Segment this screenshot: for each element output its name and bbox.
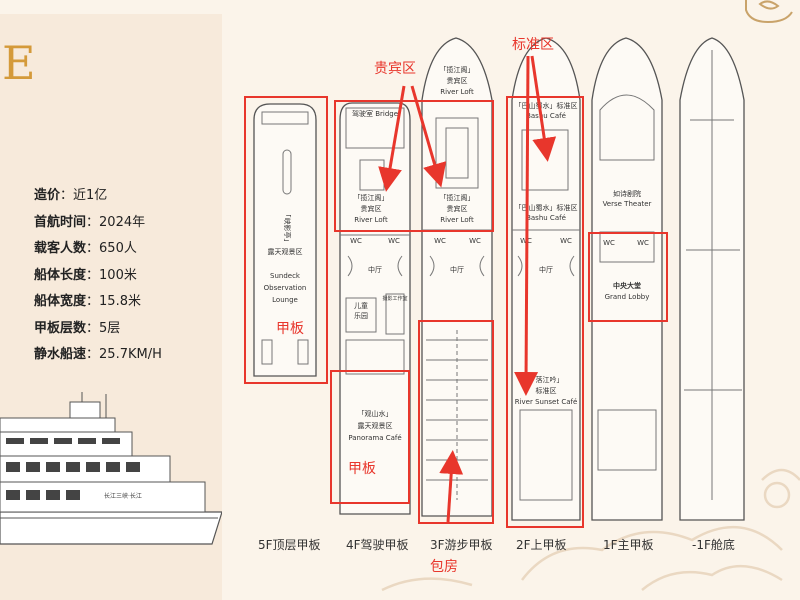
d3-top-cn: 「揽江阁」 (440, 65, 475, 74)
vip-area-label: 贵宾区 (374, 61, 416, 77)
d5-en-2: Observation (264, 284, 307, 292)
d2-sunset-area: 标准区 (536, 386, 557, 395)
d3-wc-1: WC (434, 237, 446, 245)
d3-wc-2: WC (469, 237, 481, 245)
d4-kids-1: 儿童 (354, 301, 368, 310)
d2-sunset-en: River Sunset Café (515, 398, 578, 406)
d4-pano-en: Panorama Café (348, 434, 401, 442)
d2-sunset-cn: 「落江吟」 (529, 375, 564, 384)
d5-en-3: Lounge (272, 296, 298, 304)
standard-arrow-2 (514, 55, 539, 396)
d5-name-cn: 「峡影亭」 (283, 211, 292, 246)
d4-pano-area: 露天观景区 (358, 422, 393, 430)
svg-text:长江三峡·长江: 长江三峡·长江 (104, 492, 142, 500)
d4-loft-cn: 「揽江阁」 (354, 193, 389, 202)
deck-4f-label: 甲板 (348, 461, 376, 477)
d2-wc-2: WC (560, 237, 572, 245)
deck-label-b1f: -1F舱底 (692, 538, 735, 552)
d2-hall: 中厅 (539, 265, 553, 274)
ship-illustration: 长江三峡·长江 (0, 392, 222, 545)
spec-row: 造价：近1亿 (34, 188, 108, 203)
d1-theater-en: Verse Theater (603, 200, 652, 208)
spec-row: 船体长度：100米 (34, 267, 137, 283)
standard-area-label: 标准区 (512, 37, 554, 53)
d1-wc-1: WC (603, 239, 615, 247)
spec-row: 船体宽度：15.8米 (34, 294, 141, 309)
brand-logo (745, 0, 793, 24)
d5-area-cn: 露天观景区 (268, 248, 303, 256)
d2-bashu1-en: Bashu Café (526, 112, 566, 120)
brand-letter: E (2, 36, 36, 90)
deck-label-2f: 2F上甲板 (516, 538, 567, 552)
d4-photo: 摄影工作室 (382, 295, 407, 302)
cloud-decoration (381, 468, 800, 592)
private-room-arrow (439, 450, 464, 523)
spec-row: 首航时间：2024年 (34, 214, 146, 230)
highlight-grand-lobby (588, 232, 668, 322)
d1-theater-cn: 如诗剧院 (613, 189, 641, 198)
deck-label-4f: 4F驾驶甲板 (346, 538, 409, 552)
d1-lobby-cn: 中央大堂 (613, 281, 641, 290)
d2-bashu2-en: Bashu Café (526, 214, 566, 222)
d4-kids-2: 乐园 (354, 311, 368, 320)
highlight-private-rooms (418, 320, 494, 524)
highlight-vip-area (334, 100, 494, 232)
highlight-4f-deck (330, 370, 410, 504)
d2-bashu2-cn: 「巴山蜀水」标准区 (515, 203, 578, 212)
d4-pano-cn: 「观山水」 (358, 409, 393, 418)
highlight-5f-deck (244, 96, 328, 384)
d2-bashu1-cn: 「巴山蜀水」标准区 (515, 101, 578, 110)
d3-loft-area: 贵宾区 (447, 204, 468, 213)
d1-lobby-en: Grand Lobby (605, 293, 650, 301)
d4-wc-2: WC (388, 237, 400, 245)
d4-hall: 中厅 (368, 265, 382, 274)
deck-label-3f: 3F游步甲板 (430, 538, 493, 552)
highlight-standard-area (506, 96, 584, 528)
ship-specs: 造价：近1亿 首航时间：2024年 载客人数：650人 船体长度：100米 船体… (34, 184, 162, 370)
d3-loft-cn: 「揽江阁」 (440, 193, 475, 202)
d4-loft-area: 贵宾区 (361, 204, 382, 213)
deck-5f-label: 甲板 (276, 321, 304, 337)
d4-wc-1: WC (350, 237, 362, 245)
d3-top-en: River Loft (440, 88, 474, 96)
top-strip (0, 0, 222, 14)
deck-label-5f: 5F顶层甲板 (258, 538, 321, 552)
private-rooms-label: 包房 (430, 559, 458, 575)
d3-loft-en: River Loft (440, 216, 474, 224)
d4-loft-en: River Loft (354, 216, 388, 224)
deck-label-1f: 1F主甲板 (603, 538, 654, 552)
standard-arrow-1 (530, 55, 557, 162)
spec-row: 载客人数：650人 (34, 241, 137, 256)
d5-en-1: Sundeck (270, 272, 301, 280)
spec-row: 甲板层数：5层 (34, 320, 121, 336)
d3-hall: 中厅 (450, 265, 464, 274)
d1-wc-2: WC (637, 239, 649, 247)
d4-bridge: 驾驶室 Bridge (352, 109, 398, 118)
spec-row: 静水船速：25.7KM/H (34, 347, 162, 362)
d3-top-area: 贵宾区 (447, 76, 468, 85)
